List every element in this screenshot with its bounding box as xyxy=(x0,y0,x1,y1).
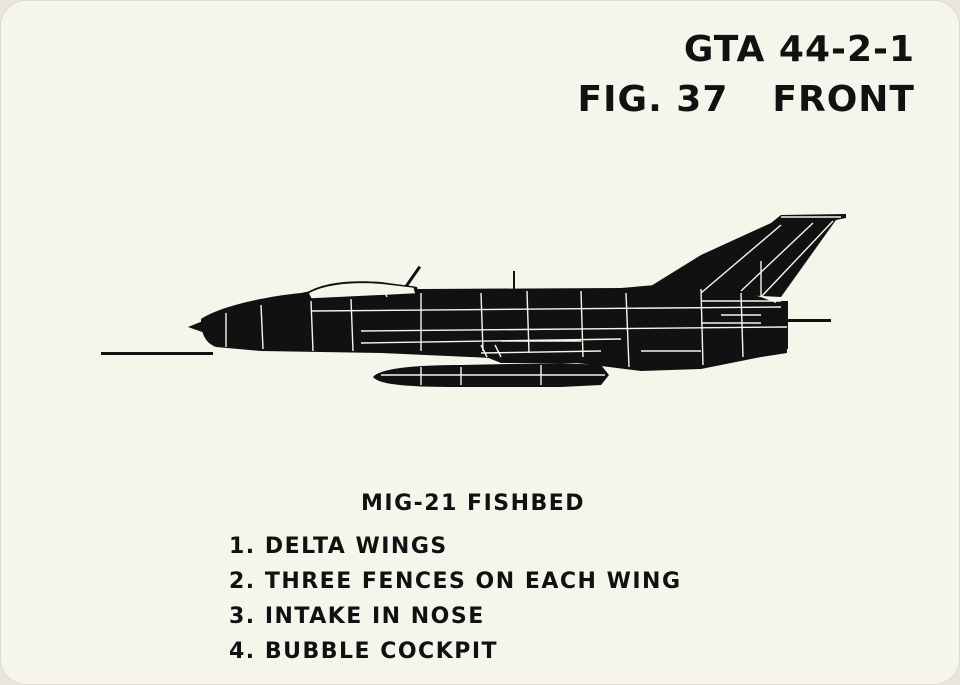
feature-item: 2. THREE FENCES ON EACH WING xyxy=(229,569,682,594)
feature-item: 4. BUBBLE COCKPIT xyxy=(229,639,499,664)
side-label: FRONT xyxy=(772,79,915,120)
figure-label: FIG. 37 xyxy=(577,79,729,120)
feature-item: 3. INTAKE IN NOSE xyxy=(229,604,485,629)
gta-label: GTA 44-2-1 xyxy=(683,29,915,70)
card-header: GTA 44-2-1 FIG. 37 FRONT xyxy=(578,25,915,125)
feature-list: 1. DELTA WINGS 2. THREE FENCES ON EACH W… xyxy=(229,529,682,669)
feature-item: 1. DELTA WINGS xyxy=(229,534,448,559)
aircraft-title: MIG-21 FISHBED xyxy=(361,491,586,516)
figure-line: FIG. 37 FRONT xyxy=(578,75,915,125)
fighter-jet-silhouette-icon xyxy=(101,214,846,387)
